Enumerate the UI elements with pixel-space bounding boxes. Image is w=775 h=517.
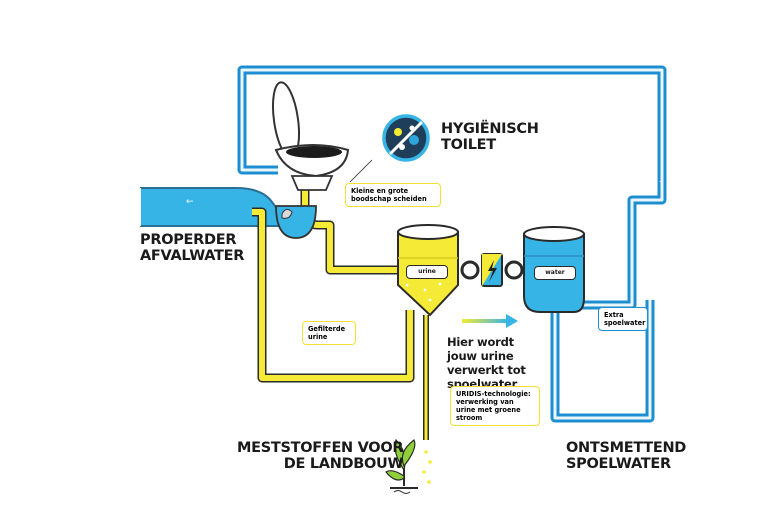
flush-water-loop-pipe [237, 65, 667, 423]
nutrient-drain [422, 315, 432, 484]
urine-tank-tag: urine [406, 265, 448, 279]
flow-arrows: → ← ↑ [585, 179, 665, 360]
svg-text:→: → [585, 294, 592, 303]
lightning-icon [488, 260, 497, 282]
uridis-note-box: URIDIS-technologie: verwerking van urine… [450, 386, 540, 426]
process-description: Hier wordt jouw urine verwerkt tot spoel… [447, 335, 526, 391]
cleaner-wastewater-label: PROPERDER AFVALWATER [140, 232, 245, 264]
svg-text:←: ← [186, 197, 194, 207]
wastewater-pipe: ← [139, 187, 290, 227]
filtered-urine-box: Gefilterde urine [302, 321, 356, 345]
nutrients-label: MESTSTOFFEN VOOR DE LANDBOUW [237, 440, 404, 472]
hygienic-toilet-title: HYGIËNISCH TOILET [441, 121, 539, 153]
process-arrow [462, 314, 518, 328]
toilet [271, 81, 350, 239]
disinfected-flush-water-label: ONTSMETTEND SPOELWATER [566, 440, 687, 472]
separate-note: Kleine en grote boodschap scheiden [351, 187, 427, 203]
extra-flush-water-box: Extra spoelwater [598, 307, 648, 331]
water-tank-tag: water [534, 266, 576, 280]
svg-text:←: ← [620, 351, 627, 360]
plant-icon [385, 438, 418, 494]
svg-text:↑: ↑ [658, 179, 665, 188]
separate-note-box: Kleine en grote boodschap scheiden [345, 183, 441, 207]
filtered-urine-label: Gefilterde urine [308, 325, 346, 341]
extra-flush-water-label: Extra spoelwater [604, 311, 646, 327]
uridis-note: URIDIS-technologie: verwerking van urine… [456, 390, 531, 422]
no-germs-icon [349, 114, 430, 183]
